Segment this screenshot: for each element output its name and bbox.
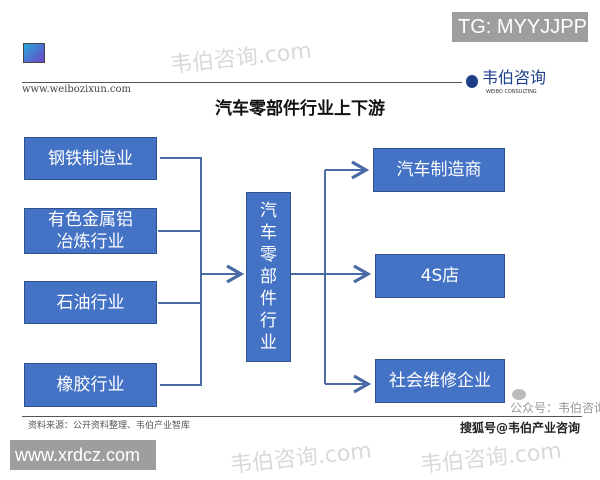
logo-icon: [466, 75, 478, 88]
watermark-tag-top: TG: MYYJJPP: [452, 12, 588, 42]
connector: [158, 157, 202, 386]
downstream-repair: 社会维修企业: [375, 359, 505, 403]
source-note: 资料来源：公开资料整理、韦伯产业智库: [28, 421, 191, 431]
wechat-watermark: 公众号：韦伯咨询: [510, 401, 600, 415]
upstream-steel: 钢铁制造业: [24, 137, 157, 180]
sohu-watermark: 搜狐号@韦伯产业咨询: [460, 421, 581, 435]
header-divider: [22, 82, 462, 83]
downstream-4s: 4S店: [375, 254, 505, 298]
watermark-tag-bottom: www.xrdcz.com: [10, 440, 156, 470]
center-auto-parts: 汽 车 零 部 件 行 业: [246, 192, 291, 362]
upstream-rubber: 橡胶行业: [24, 363, 157, 407]
downstream-automakers: 汽车制造商: [373, 148, 505, 192]
website-text: www.weibozixun.com: [22, 84, 132, 95]
upstream-aluminum: 有色金属铝 冶炼行业: [24, 208, 157, 254]
diagram-title: 汽车零部件行业上下游: [215, 99, 385, 119]
logo-en: WEIBO CONSULTING: [486, 89, 537, 95]
logo-square: [23, 43, 45, 63]
footer-divider: [22, 416, 582, 417]
logo-cn: 韦伯咨询: [482, 68, 547, 87]
connector: [291, 170, 326, 384]
upstream-petroleum: 石油行业: [24, 281, 157, 324]
wechat-icon: [512, 389, 526, 400]
